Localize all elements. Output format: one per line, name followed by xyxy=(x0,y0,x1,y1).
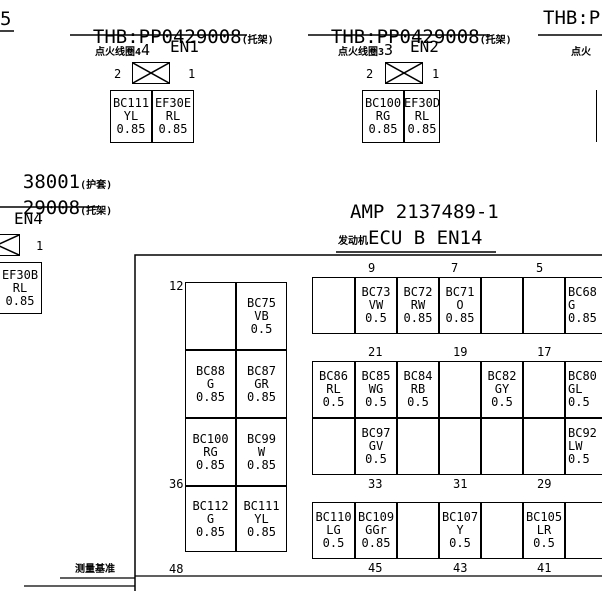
ecu-cell-left-1 xyxy=(185,282,236,350)
row-number-48: 48 xyxy=(169,562,184,576)
ecu-row1-cell-1 xyxy=(312,277,355,334)
pin-label-21: 21 xyxy=(368,345,383,359)
en1-fuse-symbol xyxy=(132,62,170,84)
en14-amp-part: AMP 2137489-1 xyxy=(350,201,499,223)
en1-pin-right: 1 xyxy=(188,67,196,81)
en3-name-fragment: 点火 xyxy=(571,47,591,58)
housing-2-code: THB:PP0429008 xyxy=(330,26,480,48)
en4-code: EN4 xyxy=(14,209,43,228)
measure-baseline-label: 测量基准 xyxy=(75,564,115,575)
pin-label-7: 7 xyxy=(451,261,459,275)
en2-pin-left: 2 xyxy=(366,67,374,81)
pin-label-17: 17 xyxy=(537,345,552,359)
housing-3-fragment: THB:PP xyxy=(543,7,602,29)
ecu-row1-cell-5 xyxy=(481,277,523,334)
pin-label-19: 19 xyxy=(453,345,468,359)
en3-cell-edge xyxy=(596,90,597,142)
row-number-12: 12 xyxy=(169,279,184,293)
housing-1-code: THB:PP0429008 xyxy=(92,26,242,48)
pin-label-33: 33 xyxy=(368,477,383,491)
ecu-row1-cell-6 xyxy=(523,277,565,334)
en4-pin-right: 1 xyxy=(36,239,44,253)
housing-1-suffix: (托架) xyxy=(241,35,274,46)
ecu-row2-cell-4 xyxy=(439,361,481,418)
en2-code: EN2 xyxy=(410,37,439,56)
ecu-row3-cell-1 xyxy=(312,418,355,475)
en1-pin-left: 2 xyxy=(114,67,122,81)
pin-label-31: 31 xyxy=(453,477,468,491)
en4-bracket-line: 29008(托架) xyxy=(0,180,112,218)
connector-en1-title: 点火线圈44 xyxy=(95,40,150,59)
left-fragment: 5 xyxy=(0,8,12,30)
ecu-row4-cell-5 xyxy=(481,502,523,559)
en4-housing-line: 38001(护套) xyxy=(0,154,112,192)
housing-2-suffix: (托架) xyxy=(479,35,512,46)
en2-pin-3: 3 xyxy=(384,41,394,59)
pin-label-43: 43 xyxy=(453,561,468,575)
pin-label-41: 41 xyxy=(537,561,552,575)
en2-pin-right: 1 xyxy=(432,67,440,81)
ecu-row3-cell-5 xyxy=(481,418,523,475)
ecu-row3-cell-4 xyxy=(439,418,481,475)
ecu-row3-cell-6 xyxy=(523,418,565,475)
ecu-row4-cell-3 xyxy=(397,502,439,559)
ecu-row2-cell-6 xyxy=(523,361,565,418)
pin-label-29: 29 xyxy=(537,477,552,491)
connector-en2-title: 点火线圈33 xyxy=(338,40,393,59)
pin-label-45: 45 xyxy=(368,561,383,575)
ecu-row3-cell-3 xyxy=(397,418,439,475)
en4-fuse-symbol xyxy=(0,234,20,256)
en4-bracket-suffix: (托架) xyxy=(80,206,113,217)
en1-pin-4: 4 xyxy=(141,41,151,59)
housing-2: THB:PP0429008(托架) xyxy=(308,9,512,47)
en4-bracket-code: 29008 xyxy=(22,197,81,219)
en14-title: 发动机ECU B EN14 xyxy=(338,229,482,248)
en14-name: 发动机 xyxy=(338,236,368,247)
pin-label-5: 5 xyxy=(536,261,544,275)
en1-name: 点火线圈4 xyxy=(95,47,142,58)
en1-code: EN1 xyxy=(170,37,199,56)
ecu-row4-cell-7 xyxy=(565,502,602,559)
row-number-36: 36 xyxy=(169,477,184,491)
en2-fuse-symbol xyxy=(385,62,423,84)
pin-label-9: 9 xyxy=(368,261,376,275)
en4-housing-code: 38001 xyxy=(22,171,81,193)
housing-1: THB:PP0429008(托架) xyxy=(70,9,274,47)
en2-name: 点火线圈3 xyxy=(338,47,385,58)
en14-code: ECU B EN14 xyxy=(368,227,483,249)
en4-housing-suffix: (护套) xyxy=(80,180,113,191)
